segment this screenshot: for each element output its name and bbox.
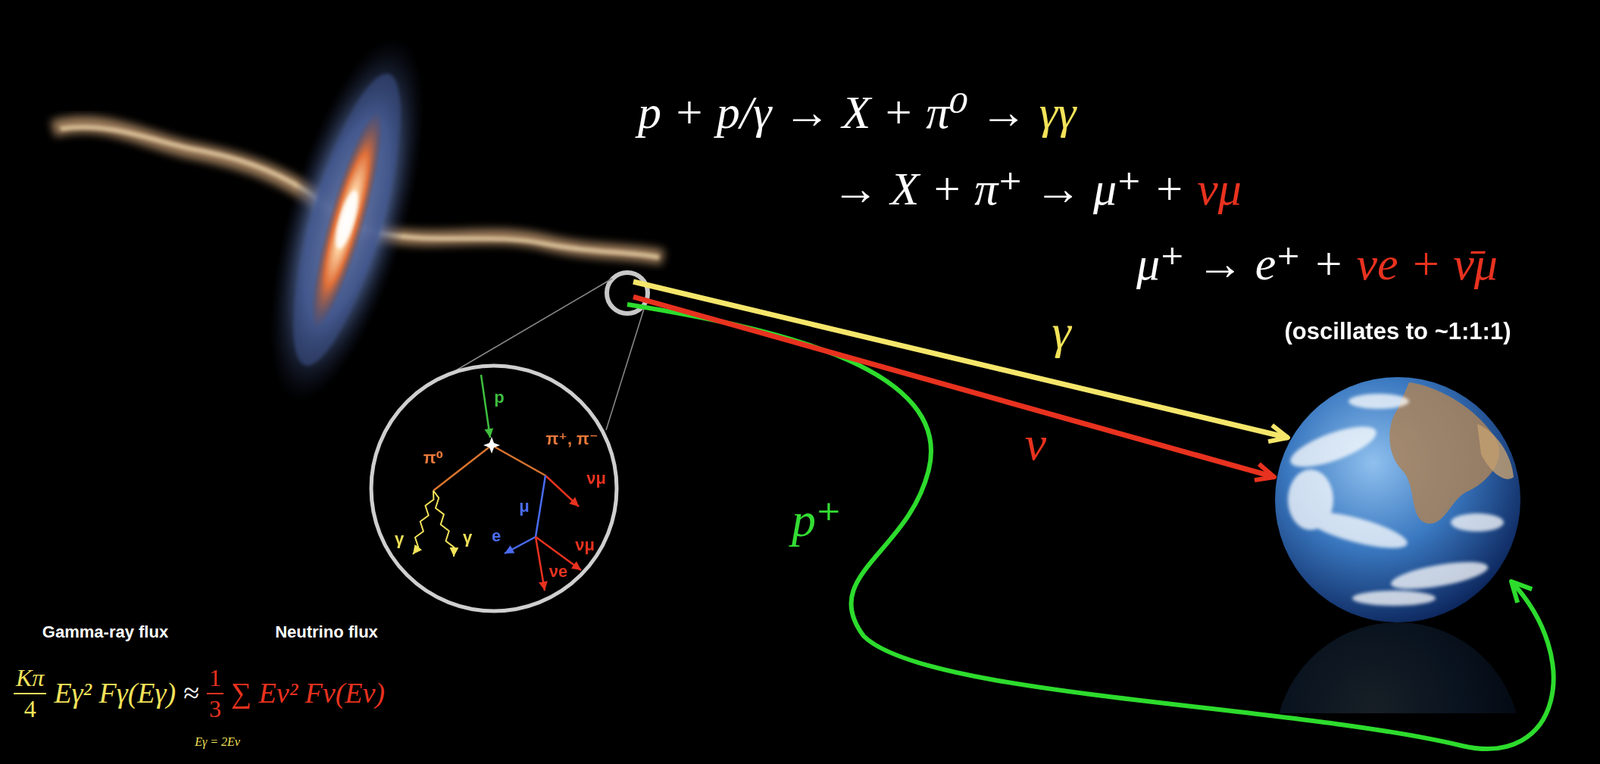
particle-label: π⁰: [423, 449, 444, 468]
ray-label: γ: [1051, 305, 1071, 359]
formula-condition: Eγ = 2Eν: [194, 735, 241, 750]
particle-label: e: [491, 527, 501, 546]
ray-label: ν: [1025, 417, 1047, 471]
fraction-bar: [13, 693, 47, 695]
zoom-inset: pπ⁰π⁺, π⁻νμγγμeνμνe: [368, 363, 619, 614]
fraction-bar: [206, 693, 224, 695]
flux-heading: Neutrino flux: [275, 623, 379, 642]
equation-part: μ⁺ → e⁺ +: [1136, 237, 1344, 290]
equation-part: γγ: [1039, 86, 1077, 138]
zoom-line: [606, 309, 644, 431]
particle-label: νμ: [586, 469, 607, 488]
fraction-numerator: Kπ: [15, 665, 44, 692]
earth: [1275, 377, 1521, 623]
fraction-numerator: 1: [209, 665, 222, 692]
formula-part: Eγ² Fγ(Eγ): [53, 678, 176, 710]
oscillation-note: (oscillates to ~1:1:1): [1284, 318, 1512, 345]
earth-reflection: [1275, 622, 1521, 714]
equation-part: νe + ν̄μ: [1356, 237, 1498, 290]
zoom-line: [439, 278, 613, 381]
equation-part: νμ: [1196, 162, 1242, 215]
neutrino-ray: [633, 296, 1275, 478]
particle-label: γ: [462, 528, 472, 547]
particle-label: νμ: [575, 536, 595, 555]
fraction-denominator: 3: [209, 696, 222, 723]
equation-part: p + p/γ → X + π⁰ →: [637, 86, 1028, 138]
flux-heading: Gamma-ray flux: [42, 623, 169, 642]
inset-outline: [368, 363, 619, 614]
formula-part: ∑ Eν² Fν(Eν): [231, 678, 385, 710]
galaxy: [237, 21, 457, 419]
proton-path: [627, 304, 1554, 750]
formula-part: ≈: [183, 678, 200, 710]
particle-label: π⁺, π⁻: [545, 430, 598, 449]
particle-label: νe: [549, 562, 568, 582]
fraction-denominator: 4: [24, 696, 37, 723]
equation-part: → X + π⁺ → μ⁺ +: [831, 162, 1185, 215]
gamma-ray: [633, 281, 1288, 438]
cascade-sketch: [371, 365, 617, 612]
inset-ring: [371, 365, 617, 612]
particle-label: γ: [394, 530, 404, 549]
particle-label: μ: [518, 497, 529, 516]
particle-label: p: [493, 388, 504, 407]
ray-label: p⁺: [791, 493, 842, 547]
